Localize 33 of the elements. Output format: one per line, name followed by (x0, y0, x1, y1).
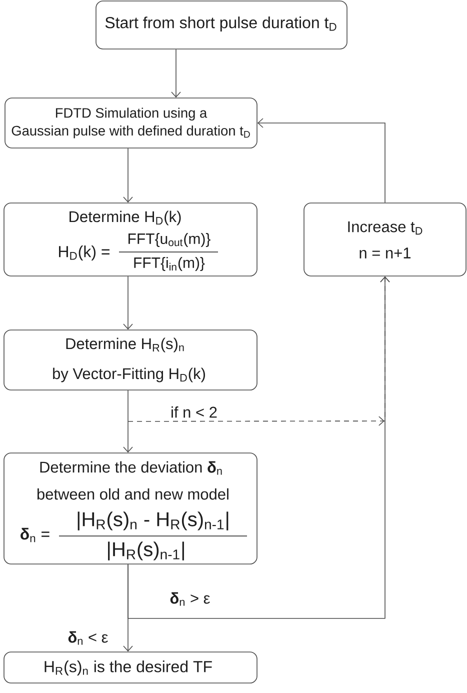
step-text: n = n+1 (360, 248, 410, 258)
process-box (304, 202, 466, 276)
step-text: between old and new model (38, 488, 228, 500)
edge-label: if n < 2 (169, 404, 219, 420)
arrow (123, 148, 133, 203)
arrow (123, 390, 133, 453)
arrow (128, 276, 390, 619)
step-text: Determine H$_{R}$(s)$_{n}$ (66, 338, 184, 352)
formula-text: |H$_{R}$(s)$_{n}$ - H$_{R}$(s)$_{n-1}$| (78, 512, 228, 530)
step-text: FDTD Simulation using a Gaussian pulse with defined duration t$_{D}$ (12, 108, 250, 138)
edge-label: δ$_{n}$ > ε (168, 590, 212, 608)
process-box (4, 452, 258, 564)
arrow (123, 276, 133, 330)
process-box (4, 652, 258, 684)
arrow (171, 49, 181, 98)
process-box (4, 202, 258, 276)
formula-text: |H$_{R}$(s)$_{n-1}$| (108, 542, 184, 560)
formula-text: FFT{u$_{out}$(m)} (128, 233, 210, 247)
formula-text: δ$_{n}$ = (20, 528, 50, 542)
edge-label: δ$_{n}$ < ε (66, 630, 110, 646)
step-text: by Vector-Fitting H$_{D}$(k) (53, 368, 205, 382)
step-text: H$_{R}$(s)$_{n}$ is the desired TF (44, 660, 212, 676)
arrow (123, 564, 133, 652)
process-box (4, 98, 258, 148)
step-text: Increase t$_{D}$ (348, 221, 422, 235)
formula-text: FFT{i$_{in}$(m)} (134, 257, 205, 271)
step-text: Determine the deviation δ$_{n}$ (40, 461, 222, 475)
step-text: Determine H$_{D}$(k) (70, 210, 181, 226)
step-text: Start from short pulse duration t$_{D}$ (105, 16, 336, 32)
process-box (96, 0, 348, 50)
process-box (4, 330, 258, 390)
formula-text: H$_{D}$(k) = (59, 246, 110, 260)
arrow (257, 118, 386, 203)
